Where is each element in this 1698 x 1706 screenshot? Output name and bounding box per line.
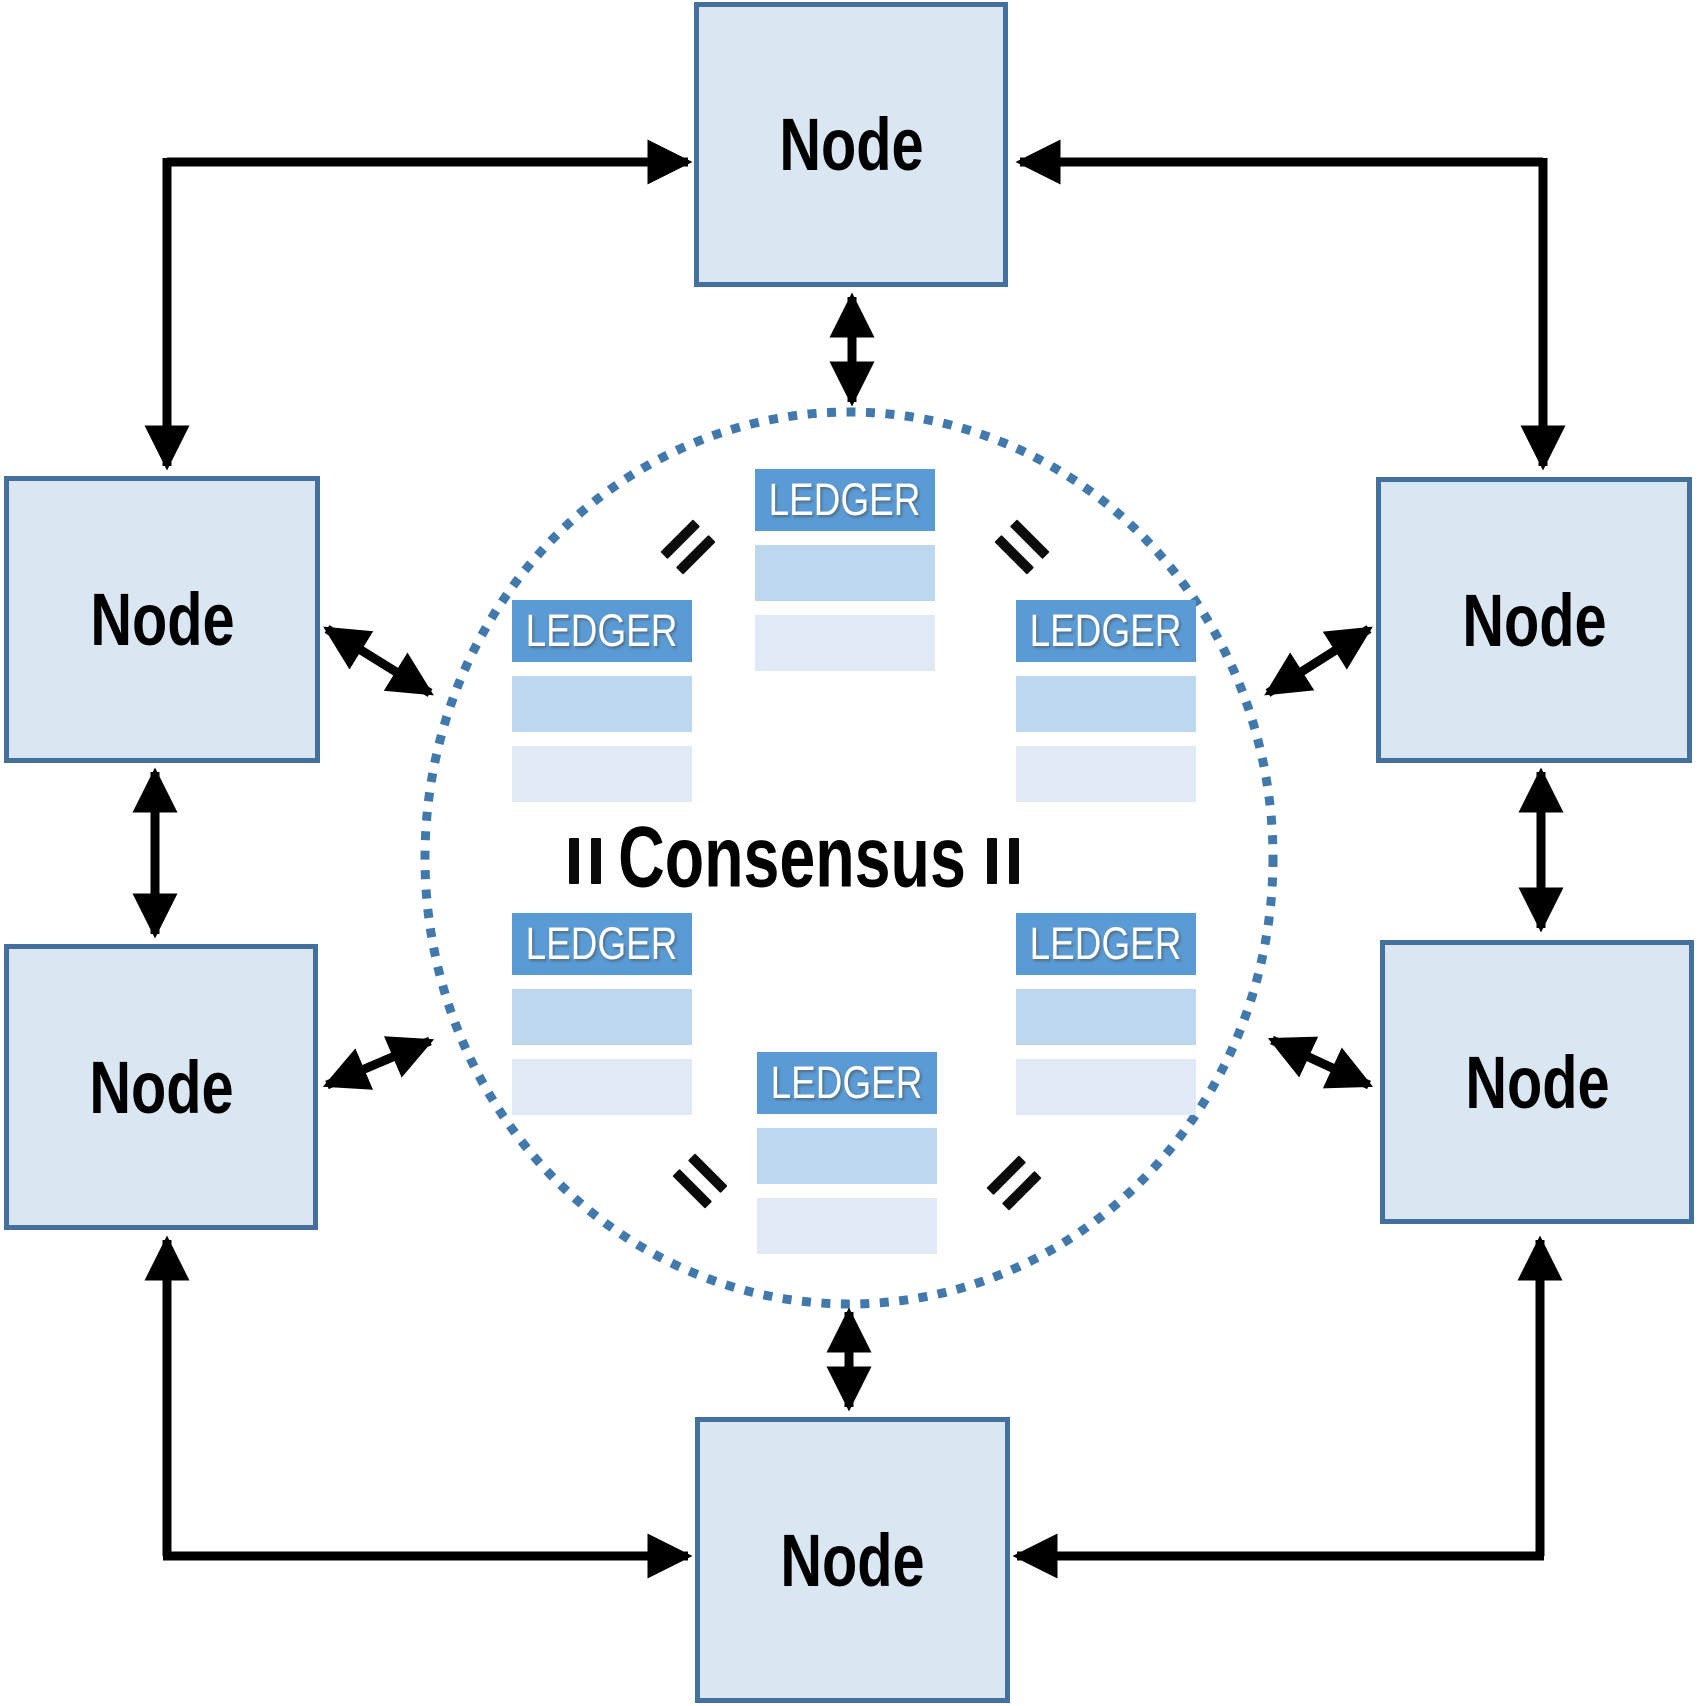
node-label: Node xyxy=(1461,578,1607,662)
ledger-row xyxy=(1016,676,1196,732)
ledger-header: LEDGER xyxy=(512,913,692,975)
ledger-title: LEDGER xyxy=(526,918,678,969)
node-box-lower-right: Node xyxy=(1380,940,1694,1224)
ledger-row xyxy=(1016,989,1196,1045)
ledger-row xyxy=(1016,746,1196,802)
node-label: Node xyxy=(780,1518,925,1602)
ledger-title: LEDGER xyxy=(1030,605,1182,656)
node-box-upper-right: Node xyxy=(1376,477,1692,763)
ledger-header: LEDGER xyxy=(755,469,935,531)
node-box-lower-left: Node xyxy=(4,944,318,1230)
ledger-table-top: LEDGER xyxy=(755,469,935,671)
ledger-row xyxy=(512,746,692,802)
node-box-top: Node xyxy=(694,2,1008,287)
ledger-title: LEDGER xyxy=(771,1057,923,1108)
ledger-header: LEDGER xyxy=(512,600,692,662)
ledger-table-upper-left: LEDGER xyxy=(512,600,692,802)
ledger-header: LEDGER xyxy=(757,1052,937,1114)
ledger-row xyxy=(755,545,935,601)
arrow-lowerleftnode-to-circle xyxy=(322,1036,435,1090)
equals-icon xyxy=(987,838,1019,884)
ledger-title: LEDGER xyxy=(769,474,921,525)
ledger-header: LEDGER xyxy=(1016,600,1196,662)
node-box-upper-left: Node xyxy=(4,476,320,763)
ledger-table-upper-right: LEDGER xyxy=(1016,600,1196,802)
ledger-row xyxy=(512,989,692,1045)
ledger-row xyxy=(755,615,935,671)
ledger-title: LEDGER xyxy=(1030,918,1182,969)
ledger-table-lower-left: LEDGER xyxy=(512,913,692,1115)
equals-icon xyxy=(569,838,601,884)
ledger-row xyxy=(757,1128,937,1184)
ledger-table-bottom: LEDGER xyxy=(757,1052,937,1254)
node-label: Node xyxy=(88,1045,234,1129)
arrow-lowerrightnode-to-circle xyxy=(1267,1035,1374,1090)
consensus-title: Consensus xyxy=(618,809,966,906)
ledger-title: LEDGER xyxy=(526,605,678,656)
node-label: Node xyxy=(1464,1040,1610,1124)
arrow-upperrightnode-to-circle xyxy=(1264,625,1373,697)
consensus-dotted-circle-icon xyxy=(420,407,1278,1309)
arrow-upperleftnode-to-circle xyxy=(323,625,434,697)
ledger-header: LEDGER xyxy=(1016,913,1196,975)
ledger-table-lower-right: LEDGER xyxy=(1016,913,1196,1115)
node-label: Node xyxy=(778,103,924,186)
node-label: Node xyxy=(89,578,235,661)
node-box-bottom: Node xyxy=(695,1417,1010,1703)
ledger-row xyxy=(1016,1059,1196,1115)
ledger-row xyxy=(512,676,692,732)
ledger-row xyxy=(757,1198,937,1254)
ledger-row xyxy=(512,1059,692,1115)
